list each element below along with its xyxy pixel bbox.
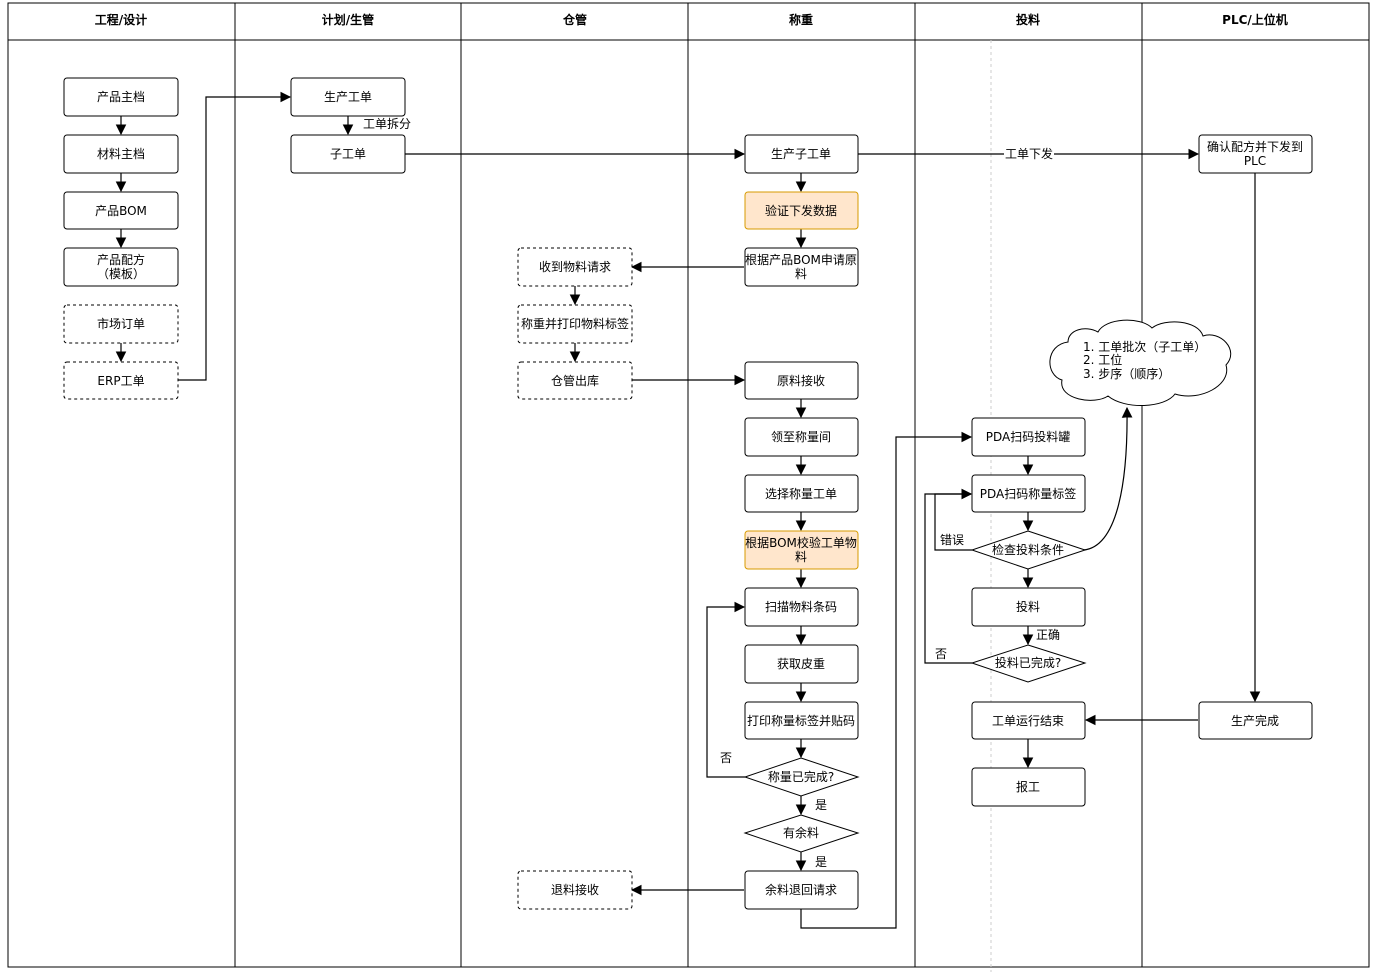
swimlane-pool bbox=[7, 2, 1370, 972]
node-select-weigh-order[interactable]: 选择称量工单 bbox=[744, 474, 859, 513]
lane-title-planning: 计划/生管 bbox=[322, 12, 374, 27]
cloud-line-3: 3. 步序（顺序） bbox=[1083, 366, 1170, 381]
svg-text:投料: 投料 bbox=[1016, 599, 1040, 614]
decision-has-surplus[interactable]: 有余料 bbox=[743, 814, 860, 853]
svg-text:报工: 报工 bbox=[1016, 779, 1040, 794]
node-order-end[interactable]: 工单运行结束 bbox=[971, 701, 1086, 740]
node-warehouse-out[interactable]: 仓管出库 bbox=[517, 361, 633, 400]
lane-title-warehouse: 仓管 bbox=[562, 12, 587, 27]
svg-text:确认配方并下发到: 确认配方并下发到 bbox=[1207, 139, 1303, 154]
cloud-line-2: 2. 工位 bbox=[1083, 352, 1122, 367]
lane-title-feeding: 投料 bbox=[1016, 12, 1040, 27]
node-report[interactable]: 报工 bbox=[971, 767, 1086, 807]
node-sub-order[interactable]: 子工单 bbox=[290, 134, 406, 174]
svg-text:（模板）: （模板） bbox=[97, 267, 145, 281]
node-verify-data[interactable]: 验证下发数据 bbox=[744, 191, 859, 230]
svg-text:材料主档: 材料主档 bbox=[97, 147, 145, 161]
svg-text:生产子工单: 生产子工单 bbox=[771, 147, 831, 161]
node-raw-receive[interactable]: 原料接收 bbox=[744, 361, 859, 400]
node-erp-work-order[interactable]: ERP工单 bbox=[63, 361, 179, 400]
label-split: 工单拆分 bbox=[363, 116, 411, 131]
decision-feed-done[interactable]: 投料已完成? bbox=[970, 644, 1087, 683]
svg-text:扫描物料条码: 扫描物料条码 bbox=[765, 600, 837, 614]
cloud-line-1: 1. 工单批次（子工单） bbox=[1083, 339, 1206, 354]
edge-feed-no-loop bbox=[924, 488, 973, 664]
svg-text:PDA扫码投料罐: PDA扫码投料罐 bbox=[986, 429, 1070, 444]
node-scan-barcode[interactable]: 扫描物料条码 bbox=[744, 587, 859, 627]
node-product-master[interactable]: 产品主档 bbox=[63, 77, 179, 117]
svg-text:称重并打印物料标签: 称重并打印物料标签 bbox=[521, 316, 629, 331]
svg-text:根据产品BOM申请原: 根据产品BOM申请原 bbox=[745, 253, 857, 267]
svg-text:产品主档: 产品主档 bbox=[97, 90, 145, 104]
label-surplus-yes: 是 bbox=[815, 855, 827, 869]
node-production-order[interactable]: 生产工单 bbox=[290, 77, 406, 117]
node-print-label[interactable]: 打印称量标签并贴码 bbox=[744, 701, 859, 740]
svg-text:生产工单: 生产工单 bbox=[324, 90, 372, 104]
edge-weigh-no-loop bbox=[706, 601, 746, 778]
node-get-tare[interactable]: 获取皮重 bbox=[744, 644, 859, 684]
node-return-receive[interactable]: 退料接收 bbox=[517, 870, 633, 910]
node-surplus-return[interactable]: 余料退回请求 bbox=[744, 870, 859, 910]
svg-text:料: 料 bbox=[795, 267, 807, 281]
svg-text:打印称量标签并贴码: 打印称量标签并贴码 bbox=[747, 713, 855, 728]
svg-text:退料接收: 退料接收 bbox=[551, 882, 599, 897]
node-market-order[interactable]: 市场订单 bbox=[63, 304, 179, 344]
label-dispatch: 工单下发 bbox=[1005, 146, 1053, 161]
svg-text:称量已完成?: 称量已完成? bbox=[768, 769, 834, 784]
svg-text:工单运行结束: 工单运行结束 bbox=[992, 714, 1064, 728]
label-correct: 正确 bbox=[1036, 628, 1060, 642]
label-feed-no: 否 bbox=[935, 647, 947, 661]
edge-check-to-cloud bbox=[1083, 406, 1133, 551]
lane-title-weighing: 称重 bbox=[789, 12, 813, 27]
node-to-weigh-room[interactable]: 领至称量间 bbox=[744, 417, 859, 457]
svg-text:产品配方: 产品配方 bbox=[97, 252, 145, 267]
node-pda-scan-tank[interactable]: PDA扫码投料罐 bbox=[971, 417, 1086, 457]
svg-text:产品BOM: 产品BOM bbox=[95, 204, 147, 218]
svg-text:PDA扫码称量标签: PDA扫码称量标签 bbox=[980, 486, 1076, 501]
svg-text:料: 料 bbox=[795, 550, 807, 564]
svg-text:领至称量间: 领至称量间 bbox=[771, 430, 831, 444]
svg-text:生产完成: 生产完成 bbox=[1231, 713, 1279, 728]
edges bbox=[115, 91, 1261, 929]
svg-text:PLC: PLC bbox=[1244, 154, 1266, 168]
node-material-master[interactable]: 材料主档 bbox=[63, 134, 179, 174]
decision-weigh-done[interactable]: 称量已完成? bbox=[743, 757, 860, 797]
node-confirm-recipe[interactable]: 确认配方并下发到 PLC bbox=[1198, 134, 1313, 174]
svg-text:检查投料条件: 检查投料条件 bbox=[992, 542, 1064, 557]
svg-text:原料接收: 原料接收 bbox=[777, 373, 825, 388]
node-production-done[interactable]: 生产完成 bbox=[1198, 701, 1313, 740]
svg-text:仓管出库: 仓管出库 bbox=[551, 373, 599, 388]
node-pda-scan-label[interactable]: PDA扫码称量标签 bbox=[971, 474, 1086, 513]
edge-erp-to-production-order bbox=[178, 91, 292, 381]
svg-text:余料退回请求: 余料退回请求 bbox=[765, 882, 837, 897]
svg-text:选择称量工单: 选择称量工单 bbox=[765, 487, 837, 501]
node-bom-check[interactable]: 根据BOM校验工单物 料 bbox=[744, 530, 859, 570]
svg-text:获取皮重: 获取皮重 bbox=[777, 657, 825, 671]
lane-title-plc: PLC/上位机 bbox=[1222, 12, 1288, 27]
svg-text:根据BOM校验工单物: 根据BOM校验工单物 bbox=[745, 535, 857, 550]
svg-text:验证下发数据: 验证下发数据 bbox=[765, 203, 837, 218]
edge-return-to-pda-tank bbox=[800, 431, 973, 929]
node-product-bom[interactable]: 产品BOM bbox=[63, 191, 179, 230]
note-cloud: 1. 工单批次（子工单） 2. 工位 3. 步序（顺序） bbox=[1049, 319, 1232, 407]
node-weigh-print-label[interactable]: 称重并打印物料标签 bbox=[517, 304, 633, 344]
lane-title-engineering: 工程/设计 bbox=[95, 12, 147, 27]
label-weigh-yes: 是 bbox=[815, 798, 827, 812]
node-feed[interactable]: 投料 bbox=[971, 587, 1086, 627]
svg-text:子工单: 子工单 bbox=[330, 147, 366, 161]
svg-text:收到物料请求: 收到物料请求 bbox=[539, 260, 611, 274]
node-receive-request[interactable]: 收到物料请求 bbox=[517, 247, 633, 287]
node-production-sub-order[interactable]: 生产子工单 bbox=[744, 134, 859, 174]
node-product-recipe[interactable]: 产品配方 （模板） bbox=[63, 247, 179, 287]
node-bom-request[interactable]: 根据产品BOM申请原 料 bbox=[744, 247, 859, 287]
svg-text:有余料: 有余料 bbox=[783, 825, 819, 840]
svg-text:市场订单: 市场订单 bbox=[97, 316, 145, 331]
svg-text:投料已完成?: 投料已完成? bbox=[995, 655, 1061, 670]
svg-text:ERP工单: ERP工单 bbox=[97, 374, 144, 388]
label-error: 错误 bbox=[940, 533, 964, 547]
label-weigh-no: 否 bbox=[720, 751, 732, 765]
decision-check-condition[interactable]: 检查投料条件 bbox=[970, 530, 1087, 570]
